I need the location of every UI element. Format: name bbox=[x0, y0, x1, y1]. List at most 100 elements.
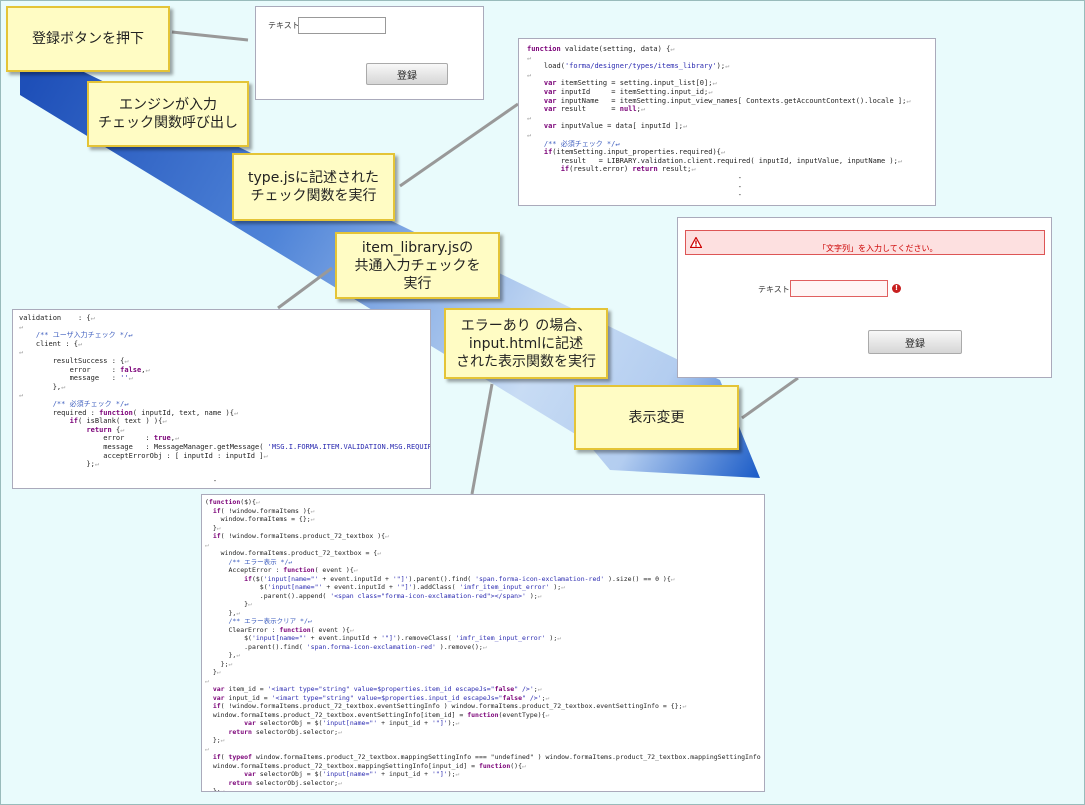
step-4-label: item_library.jsの 共通入力チェックを 実行 bbox=[354, 239, 481, 292]
code-line: },↵ bbox=[205, 651, 241, 659]
step-3-label: type.jsに記述された チェック関数を実行 bbox=[248, 170, 379, 204]
code-line: if( !window.formaItems ){↵ bbox=[212, 506, 315, 515]
type-js-code-panel: function validate(setting, data) {↵ ↵ lo… bbox=[518, 38, 936, 206]
code-line: };↵ bbox=[205, 659, 233, 668]
form-after-panel: 「文字列」を入力してください。 テキスト ! 登録 bbox=[677, 217, 1052, 378]
code-line: window.formaItems = {};↵ bbox=[205, 515, 315, 523]
code-line: error : true,↵ bbox=[19, 434, 180, 443]
code-line: if($('input[name="' + event.inputId + '"… bbox=[244, 574, 675, 583]
code-line: var inputValue = data[ inputId ];↵ bbox=[543, 122, 688, 131]
code-line: var item_id = '<imart type="string" valu… bbox=[212, 685, 542, 693]
code-line: - bbox=[19, 477, 218, 486]
code-line: var inputId = itemSetting.input_id;↵ bbox=[543, 87, 713, 96]
code-line: /** ユーザ入力チェック */↵ bbox=[19, 331, 133, 340]
code-line: - bbox=[527, 173, 742, 182]
input-html-code: (function($){↵ if( !window.formaItems ){… bbox=[205, 498, 765, 792]
step-5-callout: エラーあり の場合、 input.htmlに記述 された表示関数を実行 bbox=[444, 308, 608, 379]
code-line: .parent().append( '<span class="forma-ic… bbox=[205, 591, 542, 600]
step-2-label: エンジンが入力 チェック関数呼び出し bbox=[98, 97, 238, 131]
code-line: - bbox=[527, 182, 742, 191]
code-line: message : ''↵ bbox=[19, 374, 133, 383]
code-line: var selectorObj = $('input[name="' + inp… bbox=[244, 719, 460, 727]
connector-library-js bbox=[277, 266, 333, 310]
code-line: };↵ bbox=[19, 460, 100, 469]
code-line: (function($){↵ bbox=[205, 498, 260, 506]
type-js-code: function validate(setting, data) {↵ ↵ lo… bbox=[527, 45, 911, 200]
step-3-callout: type.jsに記述された チェック関数を実行 bbox=[232, 153, 395, 221]
code-line: ↵ bbox=[205, 676, 209, 685]
code-line: ClearError : function( event ){↵ bbox=[205, 625, 354, 634]
code-line: }↵ bbox=[205, 600, 252, 608]
submit-button[interactable]: 登録 bbox=[868, 330, 962, 354]
code-line: required : function( inputId, text, name… bbox=[19, 408, 239, 417]
connector-form-before bbox=[171, 30, 249, 42]
code-line: ↵ bbox=[527, 70, 532, 79]
code-line: if( !window.formaItems.product_72_textbo… bbox=[212, 702, 687, 710]
code-line: },↵ bbox=[205, 608, 241, 617]
code-line: var input_id = '<imart type="string" val… bbox=[212, 693, 550, 702]
code-line: - bbox=[527, 191, 742, 200]
library-js-code-panel: validation : {↵ ↵ /** ユーザ入力チェック */↵ clie… bbox=[12, 309, 431, 489]
connector-type-js bbox=[399, 102, 519, 188]
text-input-error[interactable] bbox=[790, 280, 888, 297]
code-line: return selectorObj.selector;↵ bbox=[228, 727, 342, 736]
step-6-callout: 表示変更 bbox=[574, 385, 739, 450]
code-line: client : {↵ bbox=[19, 339, 83, 348]
code-line: return {↵ bbox=[86, 425, 125, 434]
code-line: };↵ bbox=[205, 787, 225, 792]
code-line: var inputName = itemSetting.input_view_n… bbox=[543, 96, 911, 105]
code-line: return selectorObj.selector;↵ bbox=[228, 778, 342, 787]
code-line: result = LIBRARY.validation.client.requi… bbox=[527, 156, 903, 165]
code-line: if(result.error) return result;↵ bbox=[560, 165, 696, 174]
code-line: }↵ bbox=[205, 523, 221, 532]
code-line: /** エラー表示 */↵ bbox=[205, 557, 293, 566]
code-line: ↵ bbox=[527, 53, 532, 62]
code-line: $('input[name="' + event.inputId + '"]')… bbox=[205, 634, 562, 642]
code-line: AcceptError : function( event ){↵ bbox=[205, 566, 358, 574]
code-line: if(itemSetting.input_properties.required… bbox=[543, 148, 726, 157]
text-label: テキスト bbox=[758, 285, 790, 294]
code-line: /** エラー表示クリア */↵ bbox=[205, 617, 312, 625]
code-line: .parent().find( 'span.forma-icon-exclama… bbox=[205, 642, 487, 651]
step-2-callout: エンジンが入力 チェック関数呼び出し bbox=[87, 81, 249, 147]
code-line: function validate(setting, data) {↵ bbox=[527, 45, 675, 53]
code-line: $('input[name="' + event.inputId + '"]')… bbox=[205, 583, 566, 591]
code-line: error : false,↵ bbox=[19, 365, 150, 374]
code-line: /** 必須チェック */↵ bbox=[527, 139, 620, 148]
code-line: validation : {↵ bbox=[19, 314, 95, 322]
code-line: var selectorObj = $('input[name="' + inp… bbox=[244, 770, 460, 778]
connector-input-html bbox=[470, 383, 494, 495]
code-line: if( typeof window.formaItems.product_72_… bbox=[212, 753, 765, 761]
code-line: },↵ bbox=[19, 382, 66, 391]
code-line: load('forma/designer/types/items_library… bbox=[527, 62, 730, 71]
code-line: ↵ bbox=[527, 130, 532, 139]
code-line: var itemSetting = setting.input_list[0];… bbox=[543, 79, 717, 88]
code-line: window.formaItems.product_72_textbox = {… bbox=[205, 549, 382, 557]
submit-button[interactable]: 登録 bbox=[366, 63, 448, 85]
code-line: message : MessageManager.getMessage( 'MS… bbox=[19, 442, 431, 451]
code-line: window.formaItems.product_72_textbox.map… bbox=[205, 761, 526, 770]
error-message-bar bbox=[685, 230, 1045, 255]
exclamation-red-icon: ! bbox=[892, 284, 901, 293]
code-line: var result = null;↵ bbox=[543, 105, 646, 114]
form-before-panel: テキスト 登録 bbox=[255, 6, 484, 100]
error-message-text: 「文字列」を入力してください。 bbox=[818, 244, 938, 253]
code-line: resultSuccess : {↵ bbox=[19, 356, 129, 365]
step-1-label: 登録ボタンを押下 bbox=[32, 31, 144, 47]
input-html-code-panel: (function($){↵ if( !window.formaItems ){… bbox=[201, 494, 765, 792]
text-input[interactable] bbox=[298, 17, 386, 34]
code-line: acceptErrorObj : [ inputId : inputId ]↵ bbox=[19, 451, 268, 460]
step-1-callout: 登録ボタンを押下 bbox=[6, 6, 170, 72]
code-line: ↵ bbox=[19, 391, 24, 400]
step-6-label: 表示変更 bbox=[628, 409, 685, 426]
code-line: ↵ bbox=[205, 540, 209, 549]
step-5-label: エラーあり の場合、 input.htmlに記述 された表示関数を実行 bbox=[456, 317, 596, 370]
code-line: if( isBlank( text ) ){↵ bbox=[69, 417, 167, 426]
code-line: ↵ bbox=[527, 113, 532, 122]
warning-icon bbox=[690, 237, 702, 248]
text-label: テキスト bbox=[268, 21, 300, 30]
step-4-callout: item_library.jsの 共通入力チェックを 実行 bbox=[335, 232, 500, 299]
code-line: ↵ bbox=[205, 744, 209, 753]
code-line: }↵ bbox=[205, 668, 221, 676]
connector-form-after bbox=[741, 376, 799, 420]
